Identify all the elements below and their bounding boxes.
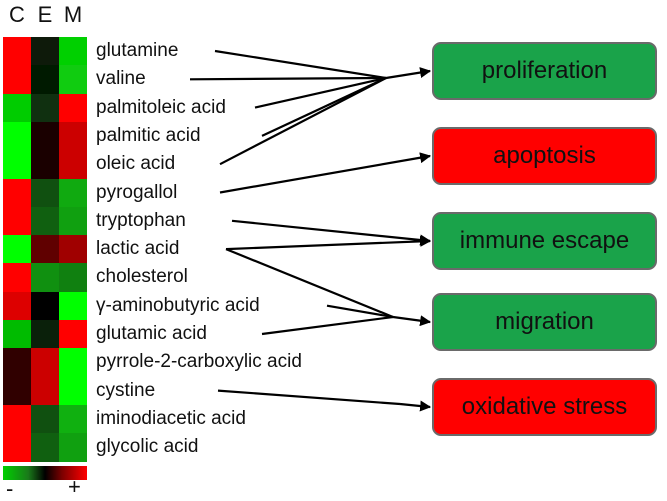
arrow-line: [326, 304, 394, 319]
heatmap-cell: [3, 206, 31, 236]
heatmap-cell: [31, 65, 59, 95]
metabolite-label: palmitic acid: [96, 124, 201, 146]
column-header-c: C: [9, 2, 25, 27]
heatmap-cell: [3, 404, 31, 434]
heatmap-cell: [3, 320, 31, 349]
process-box-oxidative-stress: oxidative stress: [432, 378, 657, 436]
metabolite-label: oleic acid: [96, 153, 176, 175]
heatmap-cell: [59, 37, 87, 66]
heatmap-cell: [59, 348, 87, 378]
heatmap-cell: [59, 150, 87, 179]
heatmap-cell: [31, 235, 59, 264]
heatmap-cell: [31, 291, 59, 321]
heatmap-cell: [59, 263, 87, 293]
heatmap-cell: [31, 348, 59, 378]
heatmap-cell: [3, 65, 31, 95]
heatmap-cell: [31, 320, 59, 349]
heatmap-cell: [59, 93, 87, 123]
arrow-head-line: [385, 67, 432, 80]
heatmap-cell: [31, 263, 59, 293]
arrow-line: [254, 76, 387, 109]
heatmap-cell: [3, 376, 31, 406]
process-box-apoptosis: apoptosis: [432, 127, 657, 185]
heatmap-cell: [3, 348, 31, 378]
heatmap-cell: [59, 178, 87, 208]
heatmap-cell: [59, 206, 87, 236]
scale-high-label: +: [68, 474, 81, 499]
metabolite-label: valine: [96, 68, 146, 90]
arrow-line: [231, 219, 432, 246]
color-scale-bar: [3, 466, 87, 480]
heatmap-cell: [3, 433, 31, 462]
heatmap-cell: [31, 121, 59, 151]
metabolite-label: cystine: [96, 379, 156, 401]
arrow-line: [261, 315, 394, 336]
metabolite-label: glutamine: [96, 40, 179, 61]
metabolite-label: pyrrole-2-carboxylic acid: [96, 351, 302, 373]
heatmap-cell: [31, 376, 59, 406]
heatmap: [3, 37, 87, 462]
arrow-line: [225, 248, 394, 319]
heatmap-cell: [31, 404, 59, 434]
heatmap-cell: [3, 291, 31, 321]
column-header-m: M: [63, 2, 83, 27]
heatmap-cell: [59, 121, 87, 151]
metabolite-label: palmitoleic acid: [96, 96, 226, 118]
metabolite-label: iminodiacetic acid: [96, 407, 246, 429]
heatmap-cell: [3, 93, 31, 123]
column-header-e: E: [37, 2, 53, 27]
heatmap-cell: [3, 263, 31, 293]
heatmap-cell: [31, 178, 59, 208]
heatmap-cell: [59, 235, 87, 264]
heatmap-cell: [59, 65, 87, 95]
metabolite-label: cholesterol: [96, 266, 188, 288]
heatmap-cell: [31, 150, 59, 179]
metabolite-label: lactic acid: [96, 238, 180, 260]
metabolite-label: γ-aminobutyric acid: [96, 294, 260, 316]
arrow-head-line: [392, 315, 432, 327]
heatmap-cell: [3, 235, 31, 264]
metabolite-label: glutamic acid: [96, 323, 207, 344]
heatmap-cell: [59, 433, 87, 462]
process-box-migration: migration: [432, 293, 657, 351]
metabolite-label: pyrogallol: [96, 181, 178, 203]
process-box-proliferation: proliferation: [432, 42, 657, 100]
arrow-line: [219, 152, 432, 194]
heatmap-cell: [31, 37, 59, 66]
metabolite-label: tryptophan: [96, 209, 186, 231]
heatmap-cell: [59, 376, 87, 406]
heatmap-cell: [31, 206, 59, 236]
heatmap-cell: [59, 404, 87, 434]
heatmap-cell: [59, 291, 87, 321]
process-box-immune-escape: immune escape: [432, 212, 657, 270]
heatmap-cell: [3, 150, 31, 179]
heatmap-cell: [59, 320, 87, 349]
arrow-line: [214, 49, 387, 80]
arrow-line: [219, 77, 387, 166]
arrow-line: [225, 235, 432, 251]
arrow-line: [189, 76, 387, 81]
scale-low-label: -: [6, 476, 14, 501]
arrow-line: [217, 389, 401, 406]
heatmap-cell: [3, 37, 31, 66]
heatmap-cell: [3, 178, 31, 208]
metabolite-label: glycolic acid: [96, 436, 199, 458]
arrow-head-line: [399, 400, 432, 412]
heatmap-cell: [3, 121, 31, 151]
heatmap-cell: [31, 433, 59, 462]
heatmap-cell: [31, 93, 59, 123]
